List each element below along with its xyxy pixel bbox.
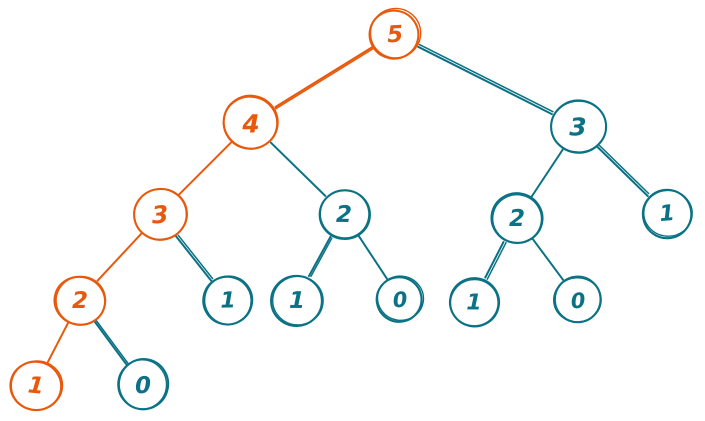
tree-node: 0 (553, 275, 602, 324)
tree-node: 2 (53, 275, 107, 326)
tree-node: 0 (375, 275, 425, 323)
edge-line (269, 141, 327, 197)
node-circle (553, 277, 602, 323)
tree-edge (96, 232, 143, 282)
node-circle (203, 275, 254, 325)
node-label: 2 (336, 202, 352, 228)
edge-line (417, 45, 553, 116)
tree-node: 2 (490, 192, 544, 244)
node-label: 1 (220, 288, 236, 313)
node-label: 1 (466, 290, 482, 315)
tree-node: 0 (117, 358, 170, 411)
edge-line (484, 241, 505, 279)
edge-line (531, 237, 565, 282)
node-circle (449, 278, 499, 327)
tree-node: 4 (222, 94, 279, 150)
node-circle (376, 275, 425, 322)
edge-line (177, 141, 232, 196)
tree-edge (46, 322, 69, 363)
edge-line (486, 241, 507, 280)
edge-line (177, 234, 214, 280)
node-circle (117, 359, 168, 410)
node-circle (133, 188, 187, 241)
edge-line (96, 232, 143, 282)
tree-node: 3 (133, 187, 188, 241)
node-label: 0 (135, 373, 152, 399)
edge-line (95, 319, 129, 365)
tree-edge (484, 241, 507, 280)
tree-node: 2 (318, 189, 371, 240)
tree-node: 1 (270, 274, 324, 327)
tree-edge (269, 141, 327, 197)
edge-line (274, 46, 373, 108)
tree-node: 1 (202, 275, 254, 326)
node-circle (272, 275, 324, 326)
edge-line (596, 145, 649, 197)
tree-edge (177, 141, 232, 196)
tree-node: 1 (9, 360, 64, 412)
edge-line (308, 235, 332, 277)
tree-edge (530, 148, 564, 198)
tree-node: 1 (448, 277, 501, 328)
tree-edge (93, 319, 129, 366)
node-label: 2 (72, 288, 88, 314)
node-circle (222, 96, 278, 150)
edge-line (530, 148, 564, 198)
node-circle (10, 360, 64, 411)
node-label: 0 (570, 288, 587, 313)
tree-edge (357, 234, 388, 280)
node-circle (643, 189, 693, 237)
node-label: 1 (658, 201, 675, 227)
edge-line (93, 320, 128, 366)
edge-line (357, 234, 388, 280)
node-label: 1 (27, 372, 45, 399)
node-circle (369, 7, 422, 59)
node-label: 5 (386, 22, 403, 49)
tree-node: 3 (550, 99, 608, 154)
edge-line (274, 47, 374, 110)
tree-node: 5 (368, 7, 422, 60)
node-label: 4 (241, 109, 260, 138)
tree-edge (417, 43, 554, 116)
node-circle (55, 275, 107, 326)
node-label: 3 (151, 200, 170, 229)
node-circle (492, 194, 543, 244)
node-label: 1 (289, 288, 305, 314)
tree-edge (308, 235, 333, 278)
node-label: 3 (569, 113, 586, 142)
tree-edge (596, 144, 650, 197)
tree-edge (531, 237, 565, 282)
node-circle (375, 276, 423, 323)
node-label: 0 (392, 287, 409, 312)
node-circle (550, 99, 607, 154)
tree-edge (174, 234, 214, 282)
tree-node: 1 (641, 188, 693, 240)
node-circle (319, 189, 370, 239)
node-label: 2 (509, 206, 525, 232)
tree-edge (274, 46, 374, 110)
edge-line (598, 144, 650, 195)
edge-line (174, 235, 213, 282)
edge-line (46, 322, 69, 363)
edge-line (418, 43, 554, 113)
edge-line (310, 237, 333, 278)
